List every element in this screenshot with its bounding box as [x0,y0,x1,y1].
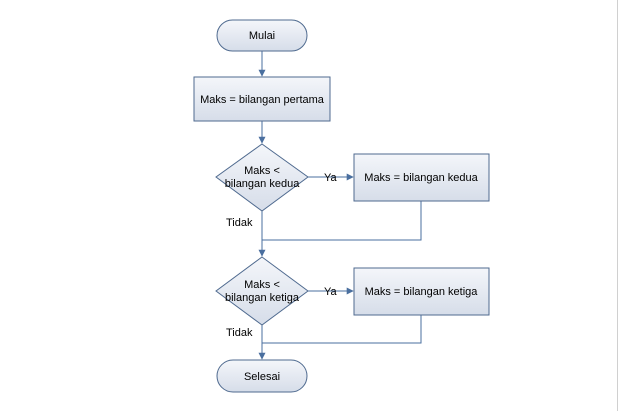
assign-first-label: Maks = bilangan pertama [200,94,325,106]
assign-second-label: Maks = bilangan kedua [364,172,478,184]
decision-second-line2: bilangan kedua [225,178,301,190]
edge-label-yes-1: Ya [324,172,338,184]
edge-label-no-2: Tidak [226,327,253,339]
edge-label-no-1: Tidak [226,217,253,229]
assign-second-node: Maks = bilangan kedua [353,153,490,202]
start-node: Mulai [216,19,308,52]
end-node: Selesai [216,359,308,393]
assign-third-node: Maks = bilangan ketiga [353,267,490,316]
assign-first-node: Maks = bilangan pertama [193,76,331,122]
edge-assign-third-return [262,315,422,344]
assign-third-label: Maks = bilangan ketiga [365,286,479,298]
decision-third-line1: Maks < [244,279,280,291]
edge-assign-second-return [262,201,422,241]
decision-second-node: Maks < bilangan kedua [215,143,309,212]
decision-second-line1: Maks < [244,165,280,177]
edge-label-yes-2: Ya [324,286,338,298]
decision-third-node: Maks < bilangan ketiga [215,256,309,326]
decision-third-line2: bilangan ketiga [225,292,300,304]
end-label: Selesai [244,371,280,383]
start-label: Mulai [249,30,275,42]
connectors [258,51,422,360]
